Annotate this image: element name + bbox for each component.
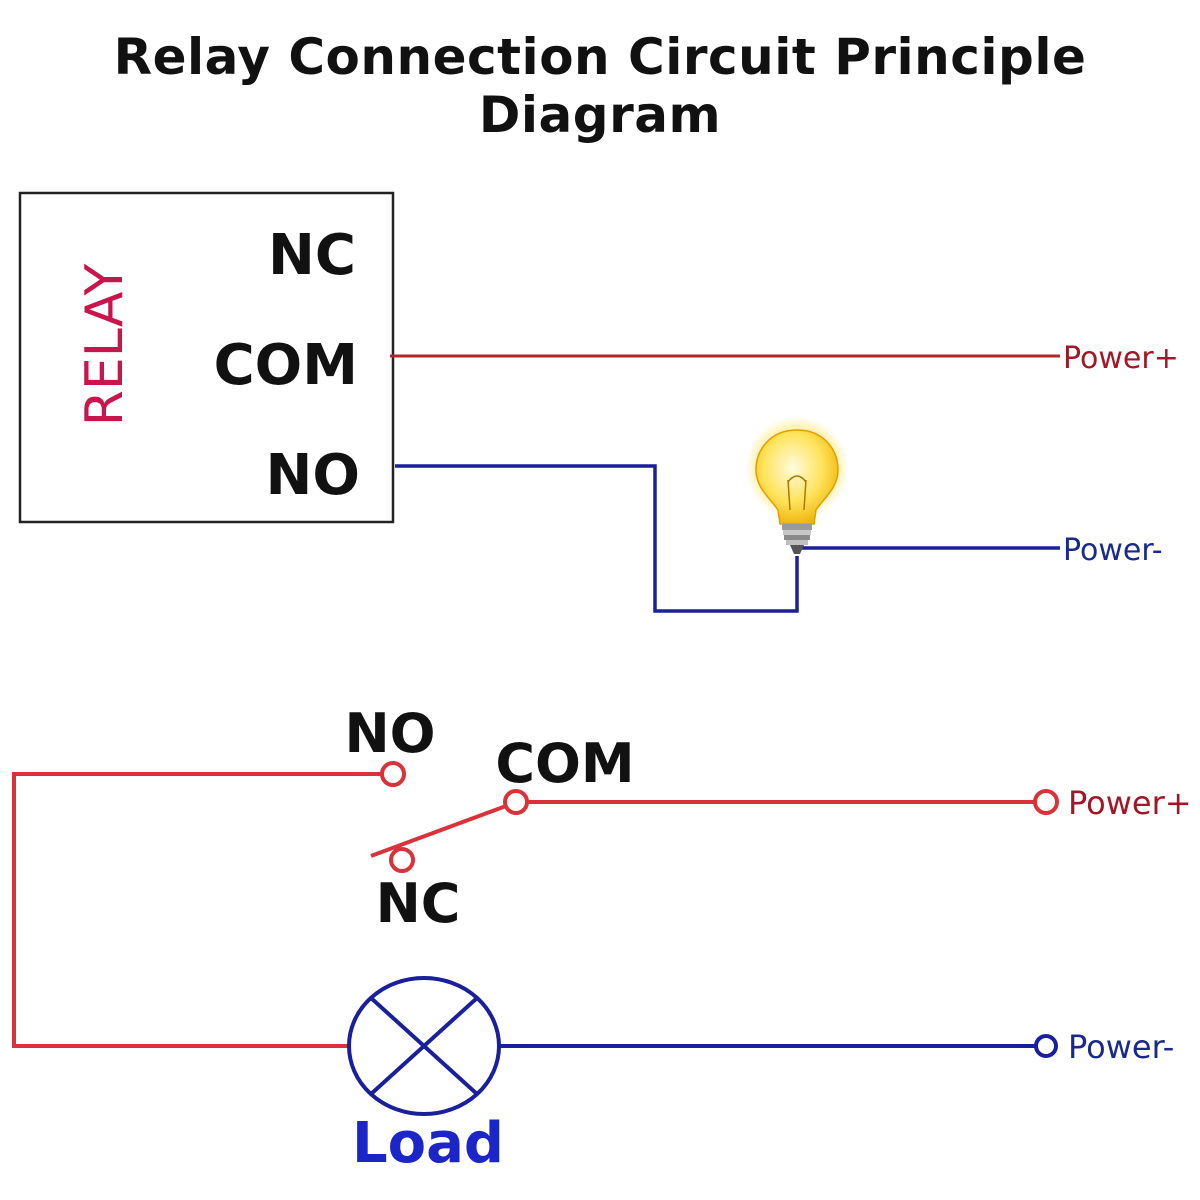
contact-no-label: NO <box>344 702 435 765</box>
lamp-load-icon <box>347 976 501 1116</box>
page-title: Relay Connection Circuit Principle Diagr… <box>113 28 1087 144</box>
power-minus-terminal <box>1034 1034 1058 1058</box>
top-power-minus-label: Power- <box>1063 533 1163 568</box>
bottom-power-minus-label: Power- <box>1068 1028 1174 1066</box>
contact-nc-label: NC <box>376 872 461 935</box>
no-to-load-wire <box>12 772 382 1048</box>
relay-label: RELAY <box>75 264 135 427</box>
load-label: Load <box>352 1111 504 1176</box>
relay-terminal-com: COM <box>214 333 358 398</box>
light-bulb-icon <box>745 416 849 554</box>
contact-com-label: COM <box>495 732 634 795</box>
com-contact-terminal <box>503 789 529 815</box>
no-contact-terminal <box>380 761 406 787</box>
power-plus-terminal <box>1033 789 1059 815</box>
relay-box <box>18 191 395 524</box>
nc-contact-terminal <box>389 847 415 873</box>
top-power-plus-label: Power+ <box>1063 341 1179 376</box>
relay-terminal-nc: NC <box>268 223 356 288</box>
bottom-power-plus-label: Power+ <box>1068 784 1192 822</box>
no-to-bulb-wire <box>395 464 799 613</box>
relay-terminal-no: NO <box>266 443 360 508</box>
switch-arm <box>370 804 507 858</box>
